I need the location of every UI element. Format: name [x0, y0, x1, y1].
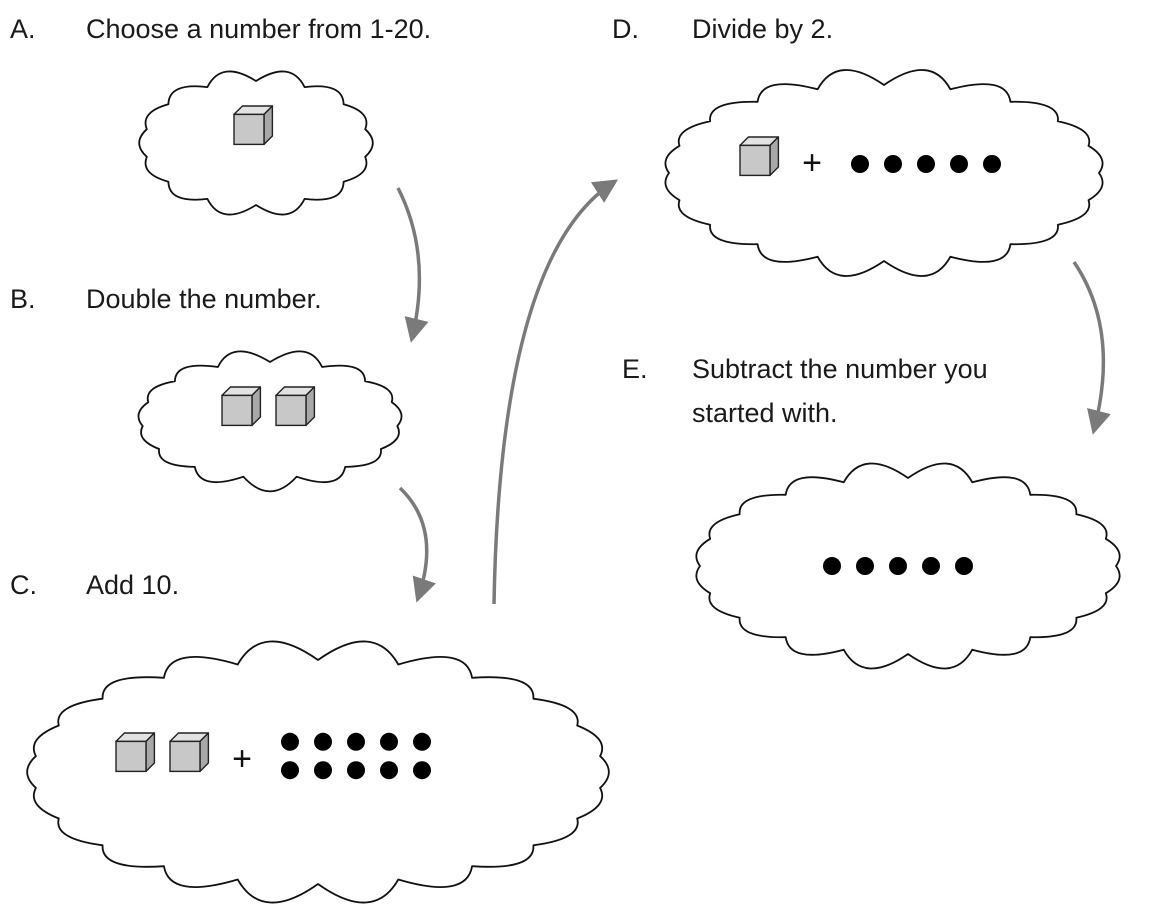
cloud-c-dot-7 — [314, 761, 332, 780]
arrows — [396, 179, 1111, 605]
step-a-text: Choose a number from 1-20. — [86, 14, 432, 44]
cloud-e-dot-2 — [856, 557, 874, 575]
cloud-c-dot-5 — [413, 732, 431, 751]
cloud-b — [137, 350, 403, 493]
cloud-e-dot-1 — [823, 557, 841, 575]
step-c-letter: C. — [10, 570, 37, 600]
cloud-e-dot-4 — [922, 557, 940, 575]
step-b-text: Double the number. — [86, 284, 322, 314]
step-b-letter: B. — [10, 284, 36, 314]
cube-icon — [739, 136, 780, 177]
step-c-text: Add 10. — [86, 570, 180, 600]
cube-icon — [221, 386, 262, 427]
cloud-e-dot-5 — [955, 557, 973, 575]
plus-sign-c: + — [232, 740, 252, 778]
cloud-d-dot-4 — [950, 155, 968, 173]
arrow-c-to-d — [492, 179, 619, 605]
cloud-c-dot-2 — [314, 732, 332, 751]
step-e-letter: E. — [622, 354, 648, 384]
step-e-text-line1: Subtract the number you — [692, 354, 988, 384]
step-a-letter: A. — [10, 14, 36, 44]
cloud-c-dot-8 — [347, 761, 365, 780]
step-e-text-line2: started with. — [692, 398, 838, 428]
plus-sign-d: + — [802, 144, 822, 182]
cloud-c-dot-1 — [281, 732, 299, 751]
cloud-d-dot-2 — [884, 155, 902, 173]
cloud-c-dot-10 — [413, 761, 431, 780]
cube-icon — [115, 732, 156, 773]
cloud-d — [664, 69, 1104, 277]
cloud-c-dot-3 — [347, 732, 365, 751]
arrow-a-to-b — [396, 187, 429, 343]
cloud-d-dot-1 — [851, 155, 869, 173]
cube-icon — [233, 105, 274, 146]
cloud-e — [695, 462, 1121, 670]
cloud-c-dot-6 — [281, 761, 299, 780]
cube-icon — [169, 732, 210, 773]
step-d-letter: D. — [612, 14, 639, 44]
step-d-text: Divide by 2. — [692, 14, 834, 44]
arrow-b-to-c — [398, 486, 436, 603]
cloud-contents: ++ — [115, 105, 1001, 780]
clouds — [26, 69, 1121, 904]
cloud-c-dot-9 — [380, 761, 398, 780]
cube-icon — [275, 386, 316, 427]
cloud-e-dot-3 — [889, 557, 907, 575]
cloud-d-dot-5 — [983, 155, 1001, 173]
cloud-d-dot-3 — [917, 155, 935, 173]
cloud-c-dot-4 — [380, 732, 398, 751]
arrow-d-to-e — [1072, 261, 1111, 435]
